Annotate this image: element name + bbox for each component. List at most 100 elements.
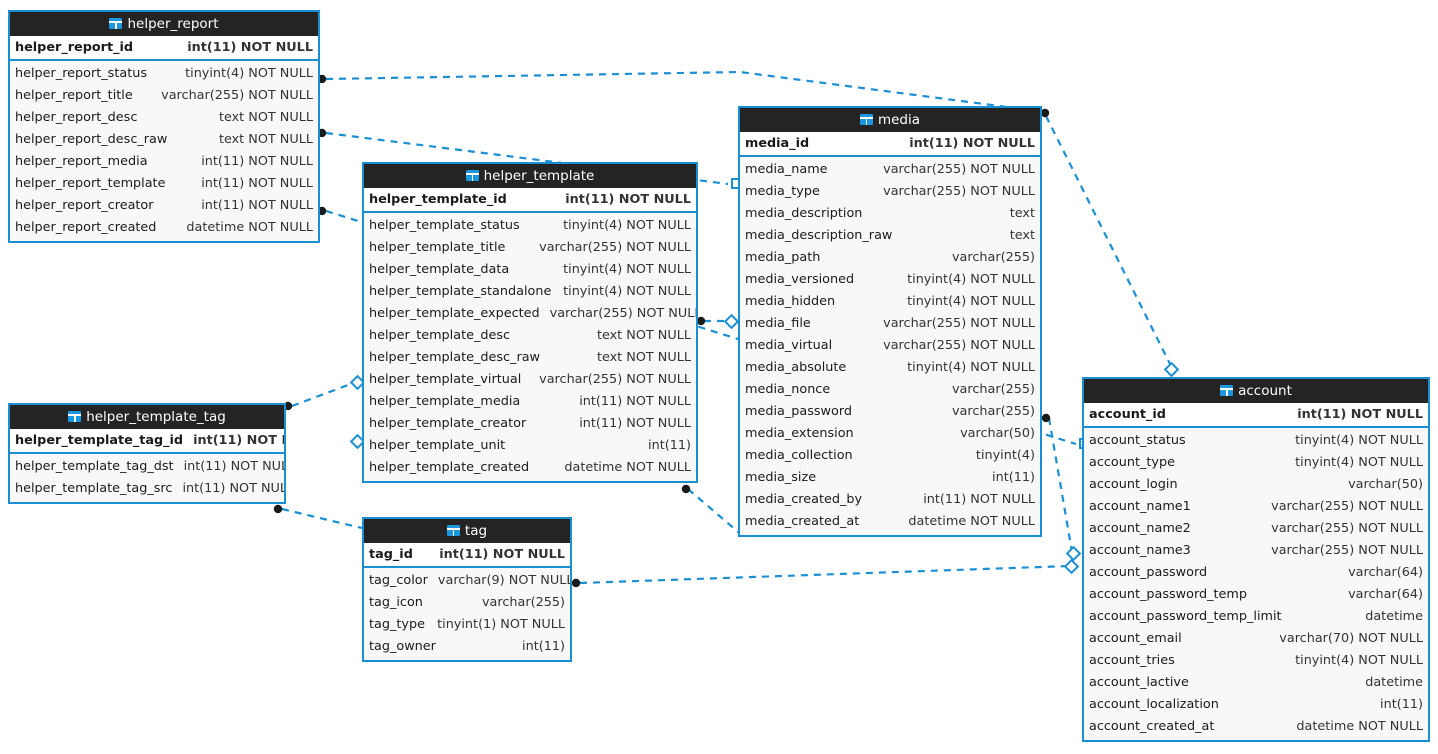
- column-type: datetime NOT NULL: [186, 220, 313, 235]
- column-name: helper_report_status: [15, 66, 147, 81]
- column-name: media_file: [745, 316, 811, 331]
- table-header-media[interactable]: media: [740, 108, 1040, 132]
- column-type: text NOT NULL: [218, 132, 313, 147]
- column-type: varchar(255) NOT NULL: [1271, 543, 1423, 558]
- relation-line: [291, 380, 357, 408]
- column-name: helper_report_created: [15, 220, 157, 235]
- column-name: media_collection: [745, 448, 853, 463]
- column-name: helper_template_tag_src: [15, 481, 173, 496]
- column-name: helper_template_standalone: [369, 284, 552, 299]
- column-type: tinyint(4) NOT NULL: [1295, 455, 1423, 470]
- column-type: tinyint(4): [975, 448, 1035, 463]
- column-name: account_password_temp_limit: [1089, 609, 1282, 624]
- column-name: media_id: [745, 136, 810, 151]
- column-name: helper_template_data: [369, 262, 510, 277]
- column-name: media_extension: [745, 426, 854, 441]
- table-header-account[interactable]: account: [1084, 379, 1428, 403]
- column-name: media_hidden: [745, 294, 836, 309]
- column-type: int(11): [992, 470, 1035, 485]
- column-type: varchar(255): [481, 595, 565, 610]
- column-name: account_password: [1089, 565, 1208, 580]
- table-header-helper_report[interactable]: helper_report: [10, 12, 318, 36]
- column-type: datetime NOT NULL: [1296, 719, 1423, 734]
- table-header-tag[interactable]: tag: [364, 519, 570, 543]
- column-name: account_password_temp: [1089, 587, 1248, 602]
- table-header-helper_template[interactable]: helper_template: [364, 164, 696, 188]
- column-type: int(11): [1380, 697, 1423, 712]
- column-name: helper_report_title: [15, 88, 133, 103]
- column-row[interactable]: helper_report_created datetime NOT NULL: [10, 217, 318, 239]
- table-header-helper_template_tag[interactable]: helper_template_tag: [10, 405, 284, 429]
- column-row[interactable]: media_collection tinyint(4): [740, 445, 1040, 467]
